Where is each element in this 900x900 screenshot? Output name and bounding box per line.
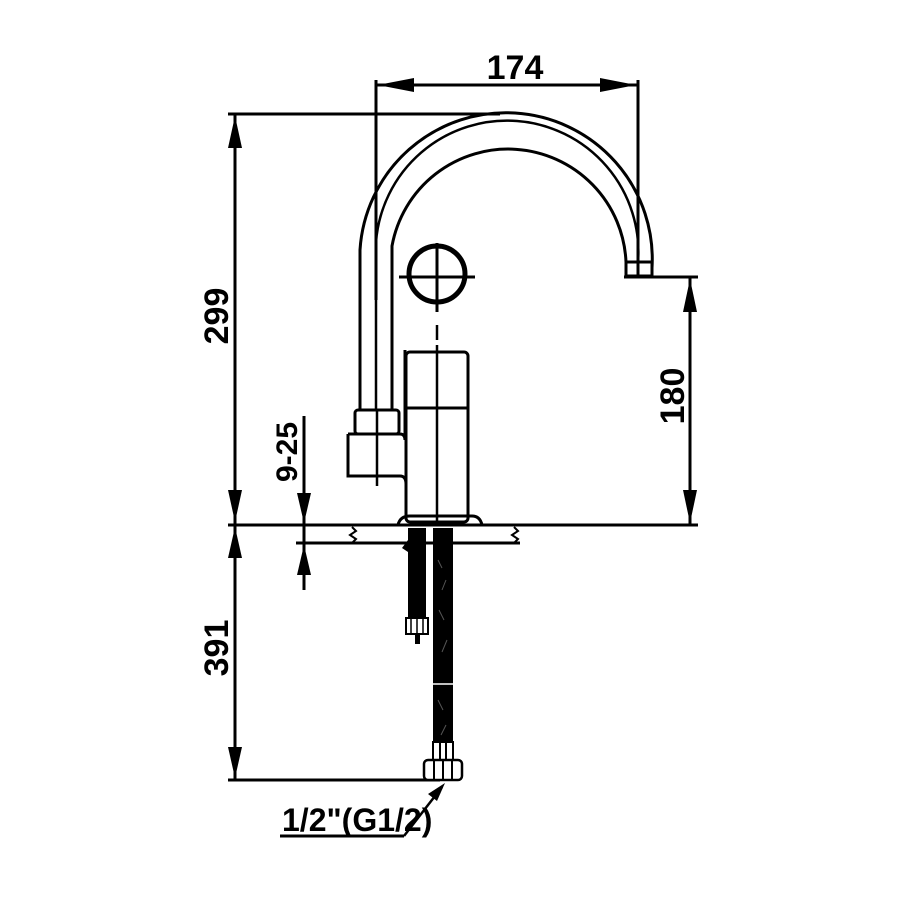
stud-tip <box>415 634 420 644</box>
dimension-total-height: 299 <box>198 112 500 524</box>
arrowhead-down-icon <box>297 493 311 523</box>
braided-hose <box>433 528 453 752</box>
under-deck-assembly <box>402 528 464 782</box>
dimension-deck-thickness: 9-25 <box>271 416 520 590</box>
arrowhead-bottom-icon <box>228 490 242 522</box>
arrowhead-top-icon <box>683 279 697 312</box>
dimension-label-299: 299 <box>198 288 236 345</box>
dimension-label-9-25: 9-25 <box>271 422 304 482</box>
arrowhead-up-icon <box>297 545 311 575</box>
stud-nut <box>402 540 408 552</box>
dimension-label-180: 180 <box>654 368 692 425</box>
deck-break-right-icon <box>510 526 520 544</box>
arrowhead-top-icon <box>228 116 242 148</box>
arrowhead-left-icon <box>378 78 414 92</box>
deck-break-left-icon <box>348 526 358 544</box>
dimension-label-391: 391 <box>198 620 236 677</box>
braid-texture <box>437 559 448 736</box>
arrowhead-bottom-icon <box>228 747 242 778</box>
faucet-body <box>346 111 654 526</box>
dimension-hose-length: 391 <box>198 523 242 780</box>
arrowhead-leader-icon <box>428 783 445 801</box>
hose-ferrule <box>432 741 454 761</box>
dimension-spout-reach: 174 <box>374 49 640 300</box>
dimension-label-174: 174 <box>487 49 544 87</box>
spout-inner-outline <box>390 147 628 410</box>
base-flange <box>396 514 484 526</box>
arrowhead-right-icon <box>600 78 636 92</box>
handle-lever-end-view <box>399 243 475 312</box>
spout-outer-outline <box>358 111 654 410</box>
spout-middle-line <box>374 119 640 410</box>
mounting-stud <box>408 528 426 618</box>
thread-size-label: 1/2"(G1/2) <box>282 802 432 838</box>
arrowhead-top-icon <box>228 527 242 558</box>
dimension-connection-thread: 1/2"(G1/2) <box>280 783 445 838</box>
dimension-spout-height: 180 <box>624 275 698 525</box>
arrowhead-bottom-icon <box>683 490 697 523</box>
